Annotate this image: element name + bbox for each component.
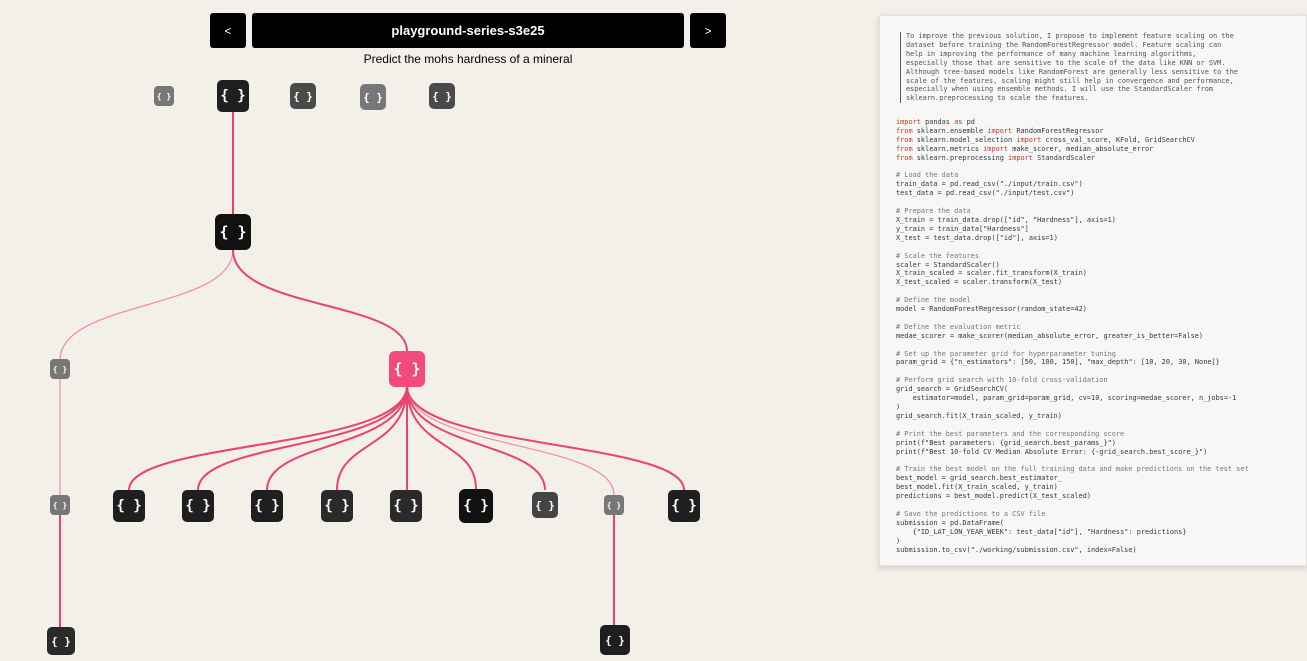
code-line: X_train = train_data.drop(["id", "Hardne… [896, 215, 1116, 224]
edge-highlight-to-leaf-1 [128, 385, 408, 491]
code-line: import pandas as pd [896, 118, 975, 126]
tree-node-curly-braces-icon[interactable]: { } [217, 80, 249, 112]
code-line: # Define the model [896, 296, 971, 305]
tree-node-curly-braces-icon[interactable]: { } [532, 492, 558, 518]
code-panel: To improve the previous solution, I prop… [879, 15, 1307, 566]
tree-node-curly-braces-icon[interactable]: { } [251, 490, 283, 522]
next-button[interactable]: > [690, 13, 726, 48]
tree-node-curly-braces-icon[interactable]: { } [215, 214, 251, 250]
code-line: # Perform grid search with 10-fold cross… [896, 376, 1108, 385]
edge-highlight-to-leaf-7 [406, 385, 546, 491]
competition-title: playground-series-s3e25 [252, 13, 684, 48]
code-line: from sklearn.ensemble import RandomFores… [896, 126, 1104, 135]
edge-highlight-to-leaf-6 [406, 385, 477, 490]
tree-node-curly-braces-icon[interactable]: { } [113, 490, 145, 522]
code-line: grid_search = GridSearchCV( [896, 385, 1009, 394]
edge-highlight-to-leaf-9 [406, 385, 685, 491]
tree-node-curly-braces-icon[interactable]: { } [50, 495, 70, 515]
code-line: # Prepare the data [896, 207, 971, 216]
edge-highlight-to-leaf-4 [336, 385, 408, 491]
code-line: # Print the best parameters and the corr… [896, 429, 1125, 438]
edge-child-to-left-branch [59, 249, 234, 361]
code-line: # Set up the parameter grid for hyperpar… [896, 349, 1116, 358]
code-line: X_test = test_data.drop(["id"], axis=1) [896, 233, 1058, 242]
edge-child-to-highlight [232, 249, 408, 352]
tree-node-curly-braces-icon[interactable]: { } [50, 359, 70, 379]
code-line: best_model = grid_search.best_estimator_ [896, 474, 1062, 483]
code-line: # Save the predictions to a CSV file [896, 509, 1046, 518]
code-line: test_data = pd.read_csv("./input/test.cs… [896, 189, 1075, 198]
code-line: # Load the data [896, 171, 959, 180]
code-line: ) [896, 536, 901, 545]
tree-node-curly-braces-icon[interactable]: { } [668, 490, 700, 522]
code-line: from sklearn.preprocessing import Standa… [896, 153, 1096, 162]
code-line: y_train = train_data["Hardness"] [896, 224, 1029, 233]
code-line: grid_search.fit(X_train_scaled, y_train) [896, 411, 1062, 420]
code-line: X_train_scaled = scaler.fit_transform(X_… [896, 269, 1087, 278]
tree-node-curly-braces-icon[interactable]: { } [604, 495, 624, 515]
code-line: # Scale the features [896, 251, 979, 260]
tree-node-curly-braces-icon[interactable]: { } [360, 84, 386, 110]
code-line: ) [896, 403, 901, 411]
tree-edges [59, 111, 685, 627]
edge-highlight-to-leaf-2 [197, 385, 408, 491]
code-line: {"ID_LAT_LON_YEAR_WEEK": test_data["id"]… [912, 527, 1187, 536]
tree-node-curly-braces-icon[interactable]: { } [459, 489, 493, 523]
tree-node-curly-braces-icon[interactable]: { } [429, 83, 455, 109]
code-line: estimator=model, param_grid=param_grid, … [912, 394, 1237, 403]
tree-node-curly-braces-icon[interactable]: { } [47, 627, 75, 655]
code-line: print(f"Best 10-fold CV Median Absolute … [896, 447, 1208, 456]
edge-highlight-to-leaf-3 [266, 385, 408, 491]
tree-node-curly-braces-icon[interactable]: { } [600, 625, 630, 655]
selected-tree-node-curly-braces-icon[interactable]: { } [389, 351, 425, 387]
tree-node-curly-braces-icon[interactable]: { } [182, 490, 214, 522]
edge-highlight-to-leaf-8 [406, 385, 615, 496]
tree-node-curly-braces-icon[interactable]: { } [154, 86, 174, 106]
code-line: model = RandomForestRegressor(random_sta… [896, 305, 1087, 314]
code-block: import pandas as pd from sklearn.ensembl… [896, 118, 1301, 554]
code-line: best_model.fit(X_train_scaled, y_train) [896, 483, 1058, 492]
code-line: scaler = StandardScaler() [896, 260, 1000, 269]
code-line: param_grid = {"n_estimators": [50, 100, … [896, 358, 1220, 367]
code-line: medae_scorer = make_scorer(median_absolu… [896, 331, 1204, 340]
code-line: predictions = best_model.predict(X_test_… [896, 492, 1092, 501]
code-line: # Define the evaluation metric [896, 322, 1021, 331]
task-description: Predict the mohs hardness of a mineral [363, 52, 573, 66]
previous-button[interactable]: < [210, 13, 246, 48]
code-line: submission.to_csv("./working/submission.… [896, 545, 1137, 554]
code-line: train_data = pd.read_csv("./input/train.… [896, 180, 1083, 189]
code-line: X_test_scaled = scaler.transform(X_test) [896, 278, 1062, 287]
tree-node-curly-braces-icon[interactable]: { } [321, 490, 353, 522]
code-line: # Train the best model on the full train… [896, 465, 1249, 474]
code-line: from sklearn.metrics import make_scorer,… [896, 144, 1154, 153]
plan-description: To improve the previous solution, I prop… [900, 32, 1296, 104]
tree-node-curly-braces-icon[interactable]: { } [390, 490, 422, 522]
code-line: print(f"Best parameters: {grid_search.be… [896, 438, 1116, 447]
code-line: submission = pd.DataFrame( [896, 518, 1004, 527]
tree-node-curly-braces-icon[interactable]: { } [290, 83, 316, 109]
code-line: from sklearn.model_selection import cros… [896, 135, 1195, 144]
